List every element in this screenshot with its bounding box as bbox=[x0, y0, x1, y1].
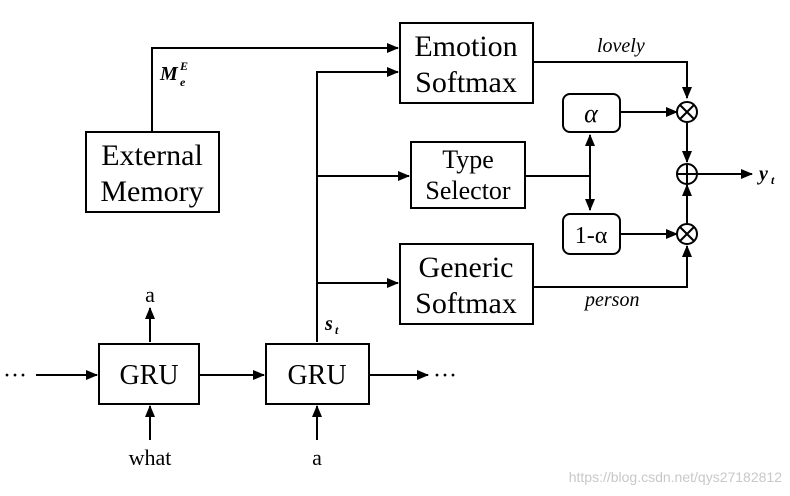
watermark: https://blog.csdn.net/qys27182812 bbox=[569, 469, 782, 485]
generic-softmax-box: Generic Softmax bbox=[399, 243, 534, 325]
gru-left-label: GRU bbox=[119, 360, 178, 391]
gru-right-label: GRU bbox=[287, 360, 346, 391]
external-memory-box: External Memory bbox=[85, 131, 220, 213]
person-label: person bbox=[583, 289, 639, 311]
external-memory-line2: Memory bbox=[100, 175, 203, 208]
gru-left-input-label: what bbox=[129, 445, 172, 470]
emotion-softmax-line1: Emotion bbox=[414, 30, 517, 63]
add-operator bbox=[676, 163, 698, 185]
person-arrow bbox=[533, 245, 692, 288]
type-selector-line1: Type bbox=[442, 145, 494, 174]
output-symbol: y bbox=[757, 163, 768, 185]
state-label: s t bbox=[324, 313, 339, 337]
top-multiply-operator bbox=[676, 101, 698, 123]
emotion-softmax-box: Emotion Softmax bbox=[399, 22, 534, 104]
memory-to-emotion-arrow bbox=[151, 43, 399, 132]
output-sub: t bbox=[771, 173, 775, 187]
output-label: y t bbox=[757, 163, 775, 187]
gru-left-box: GRU bbox=[98, 343, 200, 405]
memory-sub: e bbox=[180, 75, 186, 89]
emotion-softmax-line2: Softmax bbox=[415, 66, 517, 99]
alpha-label: α bbox=[584, 99, 599, 128]
external-memory-line1: External bbox=[101, 139, 203, 172]
lovely-arrow bbox=[533, 61, 692, 99]
generic-softmax-line2: Softmax bbox=[415, 287, 517, 320]
one-minus-alpha-box: 1-α bbox=[562, 213, 621, 255]
alpha-box: α bbox=[562, 93, 621, 133]
type-selector-line2: Selector bbox=[425, 176, 511, 205]
bottom-multiply-operator bbox=[676, 223, 698, 245]
generic-softmax-line1: Generic bbox=[419, 251, 514, 284]
right-ellipsis: ··· bbox=[433, 363, 457, 389]
state-trunk-line bbox=[316, 67, 399, 342]
memory-symbol-label: M E e bbox=[159, 59, 188, 89]
state-symbol: s bbox=[324, 313, 333, 335]
gru-right-box: GRU bbox=[265, 343, 370, 405]
lovely-label: lovely bbox=[597, 35, 645, 57]
gru-right-input-label: a bbox=[312, 445, 322, 470]
type-selector-box: Type Selector bbox=[410, 141, 526, 209]
one-minus-alpha-label: 1-α bbox=[575, 223, 608, 249]
memory-sup: E bbox=[179, 59, 188, 73]
memory-symbol: M bbox=[159, 63, 179, 85]
connectors bbox=[36, 43, 753, 440]
gru-left-output-label: a bbox=[145, 282, 155, 307]
state-sub: t bbox=[335, 323, 339, 337]
left-ellipsis: ··· bbox=[3, 363, 27, 389]
